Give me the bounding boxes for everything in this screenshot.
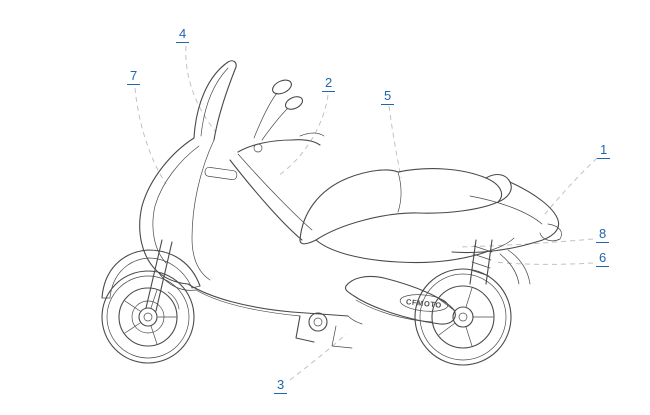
rear-shock — [469, 239, 493, 285]
scooter-line-art: CFMOTO — [101, 60, 562, 366]
callout-7[interactable]: 7 — [127, 68, 141, 85]
leader-line-6 — [493, 261, 594, 265]
leader-lines — [134, 45, 598, 381]
callout-8[interactable]: 8 — [596, 226, 610, 243]
mirrors — [253, 79, 304, 141]
leader-line-2 — [277, 94, 329, 177]
callout-4[interactable]: 4 — [176, 26, 190, 43]
body-floorboard — [187, 153, 363, 325]
rear-body — [315, 181, 562, 285]
fairing-vent — [204, 166, 238, 181]
brand-badge — [399, 294, 449, 312]
rear-wheel — [414, 268, 512, 366]
callout-2[interactable]: 2 — [322, 75, 336, 92]
front-fender — [101, 249, 201, 299]
front-brake-caliper — [167, 291, 180, 310]
brand-label: CFMOTO — [406, 297, 443, 310]
leader-line-8 — [457, 238, 594, 248]
handlebar — [237, 132, 325, 153]
callout-3[interactable]: 3 — [274, 377, 288, 394]
leader-line-1 — [544, 157, 598, 215]
callout-1[interactable]: 1 — [597, 142, 611, 159]
leader-line-5 — [388, 105, 402, 179]
windscreen — [193, 60, 237, 141]
leader-line-4 — [185, 45, 217, 133]
callout-6[interactable]: 6 — [596, 250, 610, 267]
cvt-cover: CFMOTO — [344, 275, 456, 325]
leader-line-3 — [289, 333, 347, 381]
front-fairing — [139, 137, 238, 291]
undercarriage — [295, 312, 353, 349]
callout-5[interactable]: 5 — [381, 88, 395, 105]
seat — [299, 168, 512, 245]
leader-line-7 — [134, 87, 167, 185]
front-wheel — [101, 270, 195, 364]
